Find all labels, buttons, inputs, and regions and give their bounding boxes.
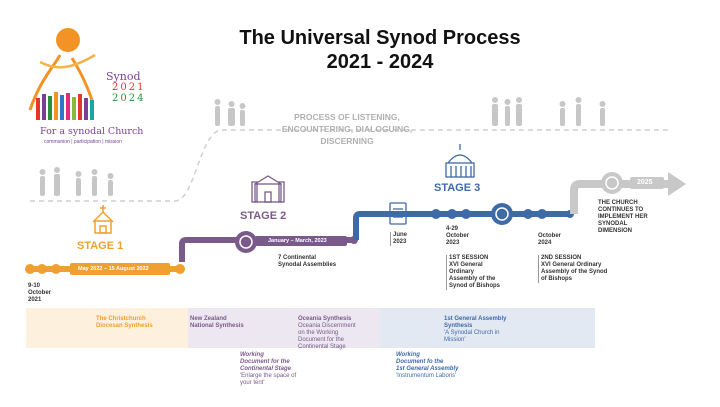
logo-year-2: 2024 — [112, 93, 146, 104]
cathedral-icon — [251, 175, 285, 203]
stage2-timeline — [179, 231, 358, 262]
document-continental-line-3: Continental Stage — [240, 366, 292, 372]
synthesis-oceania-title: Oceania Synthesis — [298, 316, 352, 322]
stage2-label: STAGE 2 — [240, 210, 287, 222]
synthesis-oceania-line-3: Document for the — [298, 337, 345, 343]
date-oct2024-line-2: 2024 — [538, 240, 552, 246]
session-second: 2ND SESSION XVI General Ordinary Assembl… — [538, 255, 607, 283]
people-silhouettes-top — [214, 97, 606, 126]
session-first-line-1: 1ST SESSION — [449, 255, 489, 261]
band-stage2 — [188, 308, 380, 348]
date-june: June 2023 — [390, 232, 407, 246]
future-year: 2025 — [637, 179, 653, 186]
stage2-note-line-1: 7 Continental — [278, 255, 317, 261]
process-path — [30, 129, 668, 202]
date-june-line-1: June — [393, 232, 408, 238]
date-oct2024: October 2024 — [538, 233, 561, 247]
synthesis-oceania: Oceania Synthesis Oceania Discernment on… — [298, 316, 356, 351]
stage1-timeline — [25, 263, 185, 275]
date-oct2023-line-3: 2023 — [446, 240, 460, 246]
document-general-line-1: Working — [396, 352, 420, 358]
title-line-2: 2021 - 2024 — [326, 51, 434, 73]
stage1-bar-text: May 2022 – 15 August 2022 — [78, 266, 149, 272]
session-second-line-2: XVI General Ordinary — [541, 262, 602, 268]
logo-subtagline: communion | participation | mission — [44, 139, 122, 145]
future-timeline — [570, 172, 686, 214]
document-general: Working Document fo the 1st General Asse… — [396, 352, 458, 380]
future-line-4: SYNODAL — [598, 221, 628, 227]
synthesis-nz-line-2: National Synthesis — [190, 323, 244, 329]
stage2-note: 7 Continental Synodal Assemblies — [278, 255, 336, 269]
stage3-timeline — [353, 203, 574, 240]
document-general-line-4: 'Instrumentum Laboris' — [396, 373, 457, 379]
date-start: 9-10 October 2021 — [28, 283, 51, 304]
future-line-5: DIMENSION — [598, 228, 633, 234]
people-silhouettes-left — [39, 167, 114, 196]
logo-year-1: 2021 — [112, 82, 146, 93]
synthesis-christchurch-line-1: The Christchurch — [96, 316, 146, 322]
basilica-icon — [445, 144, 475, 178]
document-continental-line-5: your tent' — [240, 380, 265, 386]
session-first-line-2: XVI General — [449, 262, 483, 268]
logo-synod-word: Synod — [106, 70, 141, 83]
title-line-1: The Universal Synod Process — [239, 27, 521, 49]
process-line-1: PROCESS OF LISTENING, — [294, 112, 400, 122]
band-stage1 — [26, 308, 188, 348]
synod-logo-graphic — [28, 28, 96, 120]
document-continental-line-1: Working — [240, 352, 264, 358]
date-oct2023-line-1: 4-29 — [446, 226, 459, 232]
logo-tagline: For a synodal Church — [40, 126, 144, 137]
band-stage3 — [380, 308, 595, 348]
synthesis-general-line-2: Synthesis — [444, 323, 473, 329]
date-start-line-1: 9-10 — [28, 283, 41, 289]
future-text: THE CHURCH CONTINUES TO IMPLEMENT HER SY… — [598, 200, 648, 235]
date-oct2024-line-1: October — [538, 233, 562, 239]
synthesis-general: 1st General Assembly Synthesis 'A Synoda… — [444, 316, 506, 344]
document-continental: Working Document for the Continental Sta… — [240, 352, 296, 387]
session-first-line-5: Synod of Bishops — [449, 283, 500, 289]
session-first-line-4: Assembly of the — [449, 276, 496, 282]
church-icon — [92, 205, 114, 234]
document-continental-line-2: Document for the — [240, 359, 290, 365]
date-start-line-2: October — [28, 290, 52, 296]
document-general-line-2: Document fo the — [396, 359, 444, 365]
date-oct2023-line-2: October — [446, 233, 470, 239]
synthesis-general-line-1: 1st General Assembly — [444, 316, 507, 322]
process-line-2: ENCOUNTERING, DIALOGUING, — [281, 124, 413, 134]
page-title: The Universal Synod Process 2021 - 2024 — [200, 26, 560, 74]
stage2-bar-text: January – March, 2023 — [268, 238, 327, 244]
synthesis-oceania-line-1: Oceania Discernment — [298, 323, 356, 329]
synthesis-nz: New Zealand National Synthesis — [190, 316, 244, 330]
process-line-3: DISCERNING — [320, 136, 374, 146]
document-general-line-3: 1st General Assembly — [396, 366, 459, 372]
synthesis-oceania-line-2: on the Working — [298, 330, 339, 336]
stage3-label: STAGE 3 — [434, 182, 481, 194]
date-june-line-2: 2023 — [393, 239, 407, 245]
synthesis-general-line-4: Mission' — [444, 337, 466, 343]
synthesis-oceania-line-4: Continental Stage — [298, 344, 346, 350]
future-line-2: CONTINUES TO — [598, 207, 644, 213]
synthesis-christchurch-line-2: Diocesan Synthesis — [96, 323, 153, 329]
session-second-line-3: Assembly of the Synod — [541, 269, 608, 275]
session-second-line-1: 2ND SESSION — [541, 255, 582, 261]
future-line-3: IMPLEMENT HER — [598, 214, 648, 220]
synthesis-general-line-3: 'A Synodal Church in — [444, 330, 500, 336]
stage1-label: STAGE 1 — [77, 240, 124, 252]
process-text: PROCESS OF LISTENING, ENCOUNTERING, DIAL… — [262, 111, 432, 147]
stage2-note-line-2: Synodal Assemblies — [278, 262, 337, 268]
synthesis-christchurch: The Christchurch Diocesan Synthesis — [96, 316, 153, 330]
session-second-line-4: of Bishops — [541, 276, 572, 282]
document-continental-line-4: 'Enlarge the space of — [240, 373, 297, 379]
session-first: 1ST SESSION XVI General Ordinary Assembl… — [446, 255, 500, 290]
synthesis-nz-line-1: New Zealand — [190, 316, 227, 322]
future-line-1: THE CHURCH — [598, 200, 638, 206]
date-oct2023: 4-29 October 2023 — [446, 226, 469, 247]
date-start-line-3: 2021 — [28, 297, 42, 303]
document-icon — [389, 202, 407, 225]
session-first-line-3: Ordinary — [449, 269, 475, 275]
